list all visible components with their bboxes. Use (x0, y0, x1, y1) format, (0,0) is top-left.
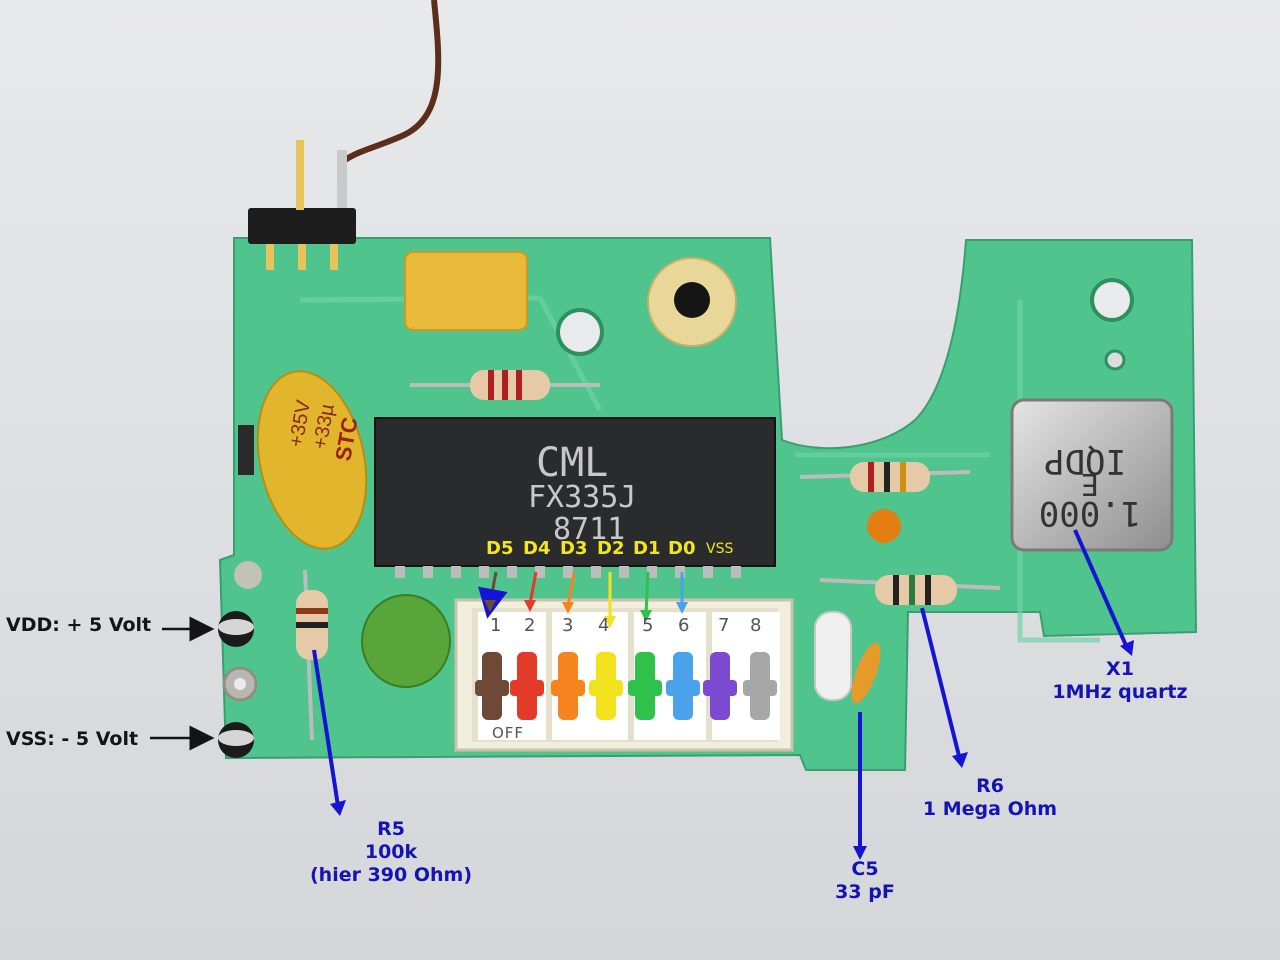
r6-value: 1 Mega Ohm (922, 798, 1058, 820)
resistor-r6 (875, 575, 957, 605)
crystal-text-2: E (1081, 466, 1099, 501)
switch-lever-grip-5 (628, 680, 662, 696)
switch-number-5: 5 (642, 615, 654, 636)
pin-arrow-d4 (528, 571, 538, 605)
switch-lever-grip-6 (666, 680, 700, 696)
vss-label: VSS: - 5 Volt (6, 728, 139, 750)
switch-lever-grip-8 (743, 680, 777, 696)
r6-arrow (920, 607, 962, 761)
pin-label-vss: VSS (706, 541, 734, 557)
c5-name: C5 (851, 858, 879, 880)
switch-number-1: 1 (490, 615, 502, 636)
pin-label-d1: D1 (633, 538, 661, 559)
switch-lever-grip-2 (510, 680, 544, 696)
r5-value: 100k (364, 841, 418, 863)
mounting-hole (556, 308, 604, 356)
x1-arrow (1073, 529, 1130, 651)
x1-name: X1 (1106, 658, 1134, 680)
r6-name: R6 (976, 775, 1004, 797)
crystal-text-3: 1.000 (1039, 493, 1141, 533)
c5-label: C5 33 pF (835, 858, 895, 904)
switch-number-6: 6 (678, 615, 690, 636)
pin-label-d0: D0 (668, 538, 696, 559)
antenna-wire (343, 0, 442, 163)
r5-label: R5 100k (hier 390 Ohm) (310, 818, 472, 887)
crystal-text-1: IQDP (1044, 441, 1126, 481)
pin-label-d4: D4 (523, 538, 551, 559)
switch-number-2: 2 (524, 615, 536, 636)
switch-lever-grip-3 (551, 680, 585, 696)
box-capacitor (404, 251, 528, 331)
chip-date: 8711 (553, 512, 626, 547)
crystal-x1 (1010, 398, 1174, 552)
chip-maker: CML (536, 440, 609, 486)
x1-label: X1 1MHz quartz (1052, 658, 1187, 704)
c5-value: 33 pF (835, 881, 895, 903)
pin-arrow-d3 (566, 571, 576, 607)
switch-number-8: 8 (750, 615, 762, 636)
pin-arrow-d5 (478, 571, 508, 619)
ic-fx335j (374, 417, 776, 567)
chip-part: FX335J (528, 480, 637, 515)
pin-arrow-d1 (644, 571, 650, 615)
r6-label: R6 1 Mega Ohm (923, 775, 1057, 821)
pin-header (248, 208, 356, 244)
switch-lever-grip-4 (589, 680, 623, 696)
switch-lever-grip-7 (703, 680, 737, 696)
film-capacitor (361, 594, 451, 688)
switch-off-label: OFF (492, 724, 525, 742)
r5-note: (hier 390 Ohm) (309, 864, 473, 886)
ceramic-capacitor (867, 509, 901, 543)
switch-number-7: 7 (718, 615, 730, 636)
mounting-hole (1090, 278, 1134, 322)
pin-label-d2: D2 (597, 538, 625, 559)
switch-lever-grip-1 (475, 680, 509, 696)
capacitor-c5 (814, 611, 852, 701)
pin-label-d5: D5 (486, 538, 514, 559)
r5-name: R5 (377, 818, 405, 840)
x1-value: 1MHz quartz (1052, 681, 1188, 703)
r5-arrow (312, 649, 340, 807)
switch-number-3: 3 (562, 615, 574, 636)
switch-number-4: 4 (598, 615, 610, 636)
pin-label-d3: D3 (560, 538, 588, 559)
vdd-label: VDD: + 5 Volt (6, 614, 152, 636)
resistor (470, 370, 550, 400)
tantalum-capacitor (256, 370, 368, 550)
